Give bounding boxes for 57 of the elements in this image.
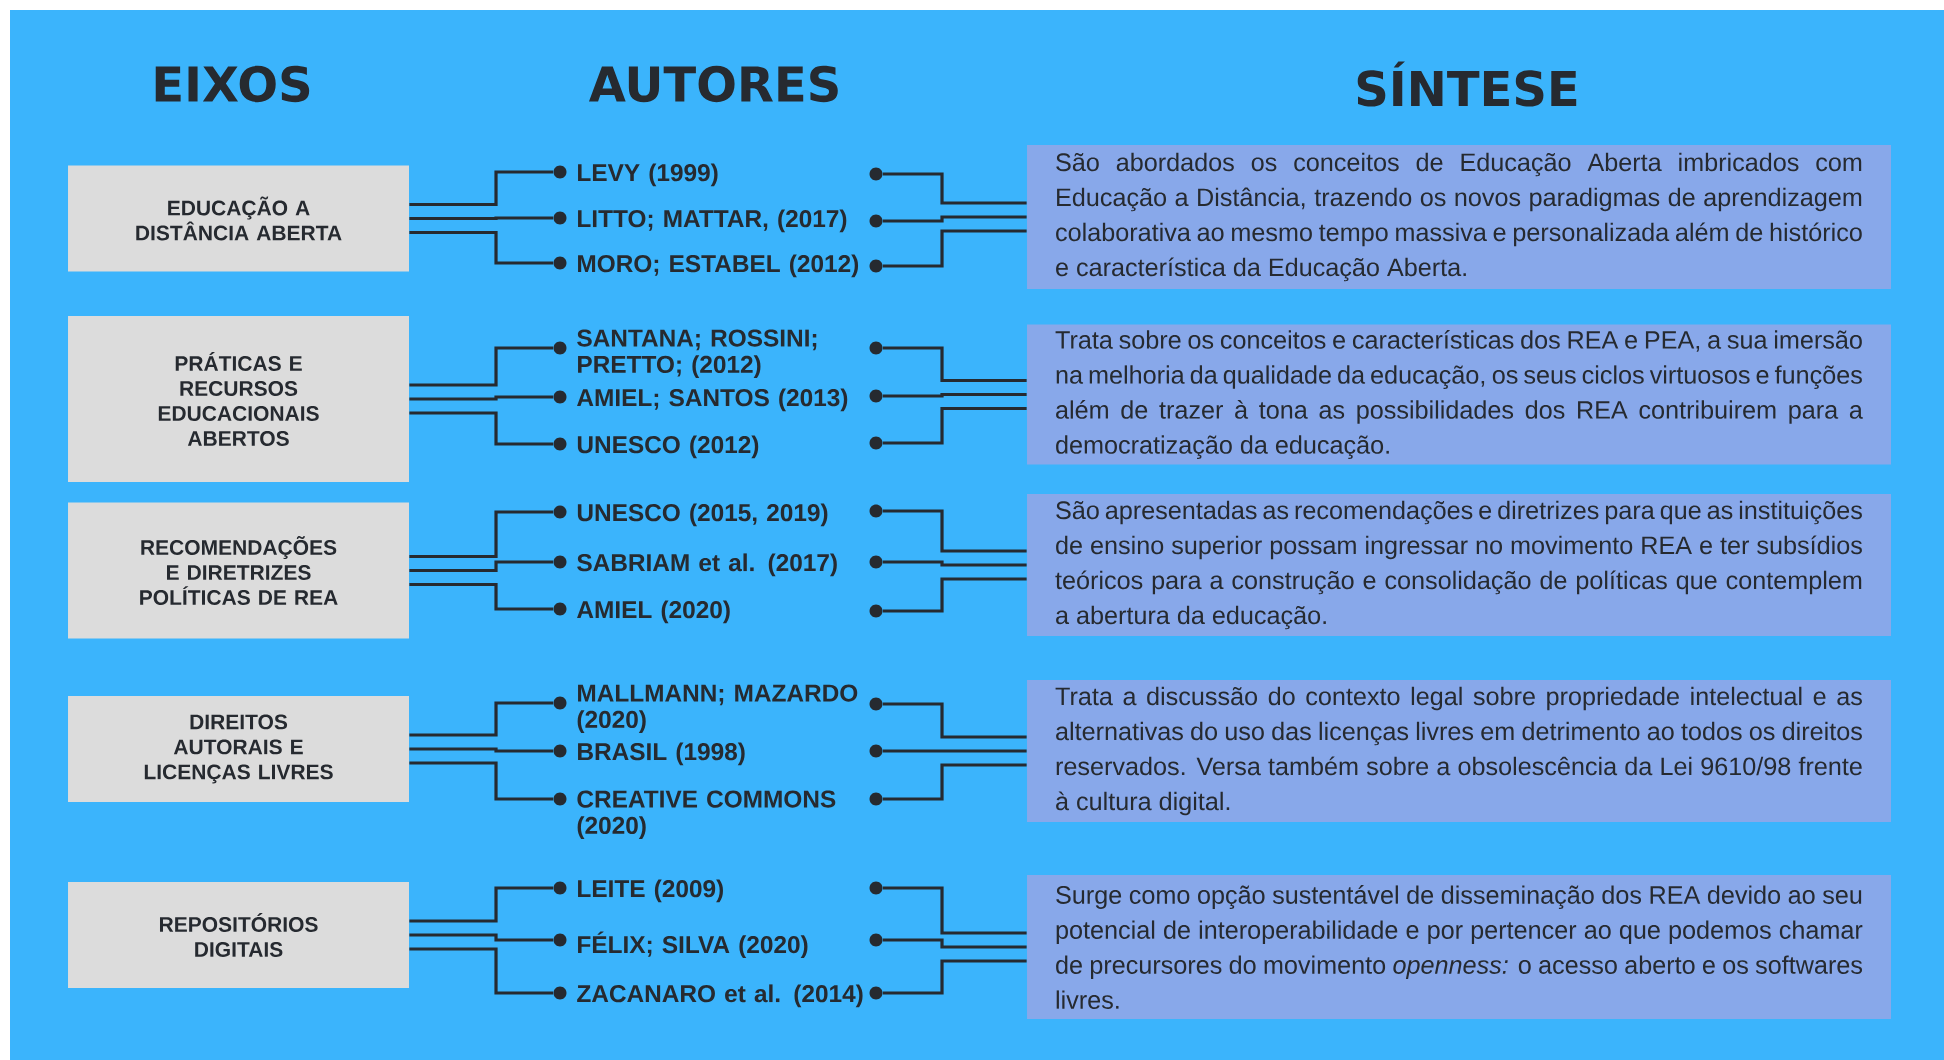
connector [882,172,1027,205]
connector [882,577,1027,613]
connector [882,560,1027,567]
author-citation: UNESCO (2012) [577,435,759,459]
connector [882,215,1027,223]
connector [882,886,1027,935]
author-citation: LITTO; MATTAR, (2017) [578,209,847,233]
connector [409,701,554,737]
axis-box: REPOSITÓRIOS DIGITAIS [68,882,409,988]
connector [409,761,554,801]
author-citation: FÉLIX; SILVA (2020) [578,931,808,959]
connector [882,406,1027,445]
axis-box: EDUCAÇÃO A DISTÂNCIA ABERTA [68,165,409,272]
connector [409,510,554,559]
connector [409,346,554,387]
author-citation: AMIEL (2020) [577,600,730,624]
connector [882,938,1027,949]
connector [882,509,1027,553]
axis-box: PRÁTICAS E RECURSOS EDUCACIONAIS ABERTOS [68,316,409,482]
connector [882,702,1027,739]
connector [882,959,1027,995]
synthesis-box: Trata a discussão do contexto legal sobre propriedade intelectual e as alternativas do uso das licenças livres em detrimento ao todos os direitos reservados. Versa também sobre a obsolescência da Lei 9610/98 frente à cultura digital. [1027,680,1891,822]
author-citation: SANTANA; ROSSINI; PRETTO; (2012) [577,329,817,378]
axis-box: RECOMENDAÇÕES E DIRETRIZES POLÍTICAS DE REA [68,502,409,639]
connector [882,229,1027,268]
author-citation: UNESCO (2015, 2019) [577,503,828,527]
synthesis-box: Trata sobre os conceitos e características dos REA e PEA, a sua imersão na melhoria da qualidade da educação, os seus ciclos virtuosos e funções além de trazer à tona as possibilidades dos REA contribuirem para a democratização da educação. [1027,324,1891,465]
author-citation: LEITE (2009) [578,879,723,903]
connector [409,230,554,265]
connector [409,747,554,753]
column-heading: EIXOS [155,65,310,103]
axis-box: DIREITOS AUTORAIS E LICENÇAS LIVRES [68,696,409,802]
synthesis-box: São apresentadas as recomendações e diretrizes para que as instituições de ensino superior possam ingressar no movimento REA e ter subsídios teóricos para a construção e consolidação de políticas que contemplem a abertura da educação. [1027,494,1891,636]
connector [409,582,554,611]
author-citation: ZACANARO et al. (2014) [577,984,863,1008]
column-heading: AUTORES [588,65,838,103]
connector [882,749,1027,753]
author-citation: LEVY (1999) [578,163,718,187]
connector [882,346,1027,383]
author-citation: BRASIL (1998) [578,742,745,766]
connector [882,392,1027,398]
author-citation: MALLMANN; MAZARDO (2020) [577,684,858,733]
author-citation: MORO; ESTABEL (2012) [578,254,859,278]
author-citation: CREATIVE COMMONS (2020) [577,790,836,839]
synthesis-box: São abordados os conceitos de Educação Aberta imbricados com Educação a Distância, trazendo os novos paradigmas de aprendizagem colaborativa ao mesmo tempo massiva e personalizada além de histórico e característica da Educação Aberta. [1027,145,1891,289]
connector [409,216,554,221]
connector [409,170,554,207]
connector [409,933,554,942]
connector [409,560,554,573]
connector [882,763,1027,801]
author-citation: AMIEL; SANTOS (2013) [577,388,848,412]
connector [409,411,554,446]
synthesis-box: Surge como opção sustentável de disseminação dos REA devido ao seu potencial de interoperabilidade e por pertencer ao que podemos chamar de precursores do movimento openness: o acesso aberto e os softwares livres. [1027,875,1891,1019]
connector [409,395,554,401]
author-citation: SABRIAM et al. (2017) [577,553,837,577]
connector [409,886,554,923]
connector [409,947,554,995]
